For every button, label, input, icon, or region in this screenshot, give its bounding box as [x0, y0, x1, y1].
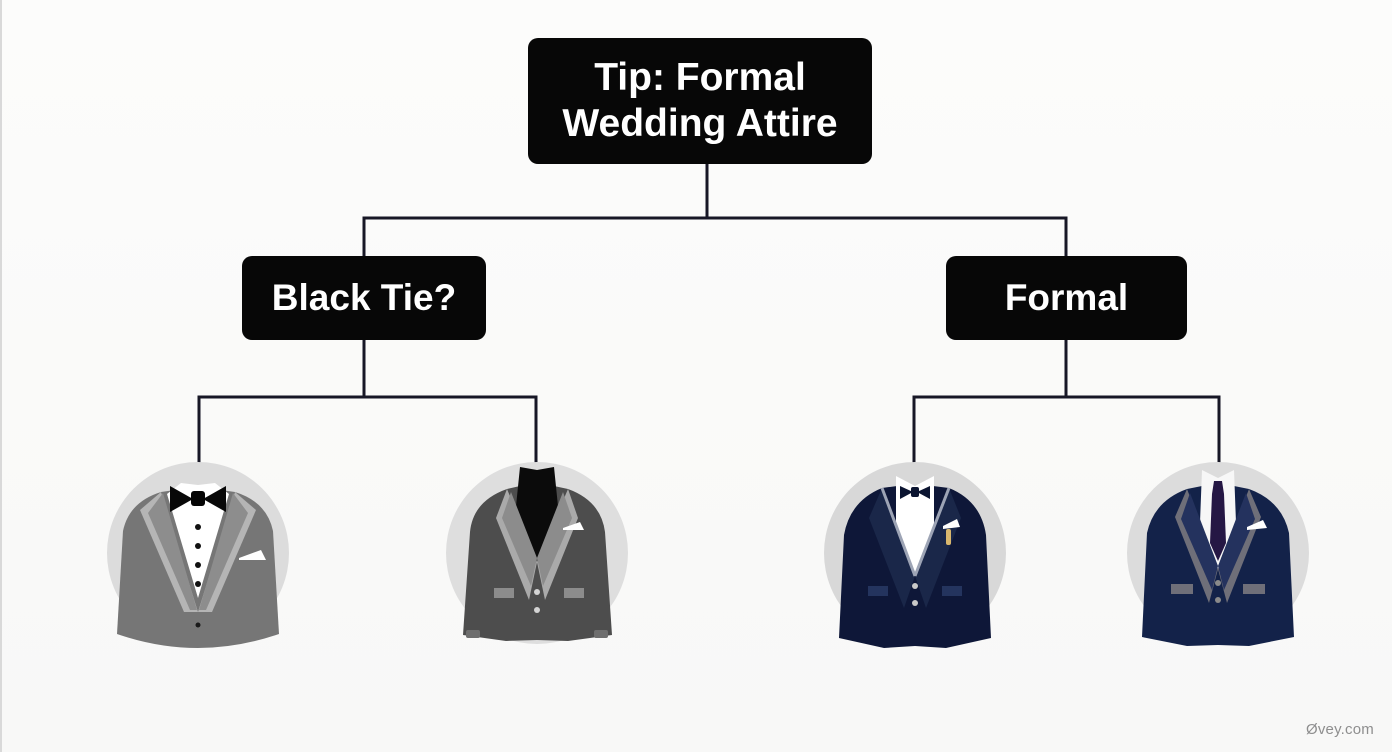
black-tie-node: Black Tie?: [242, 256, 486, 340]
navy-suit-icon: [1127, 462, 1309, 646]
charcoal-suit-icon: [446, 462, 628, 644]
root-node-label-line-1: Tip: Formal: [594, 55, 806, 99]
watermark: Øvey.com: [1305, 721, 1374, 738]
root-node-label-line-2: Wedding Attire: [562, 102, 838, 145]
gray-tuxedo-icon: [107, 462, 289, 648]
formal-node: Formal: [946, 256, 1187, 340]
navy-tuxedo-icon: [824, 462, 1006, 648]
black-tie-label: Black Tie?: [271, 277, 457, 319]
formal-label: Formal: [1004, 277, 1129, 319]
left-border: [0, 0, 2, 752]
root-node: Tip: Formal Wedding Attire: [528, 38, 872, 164]
